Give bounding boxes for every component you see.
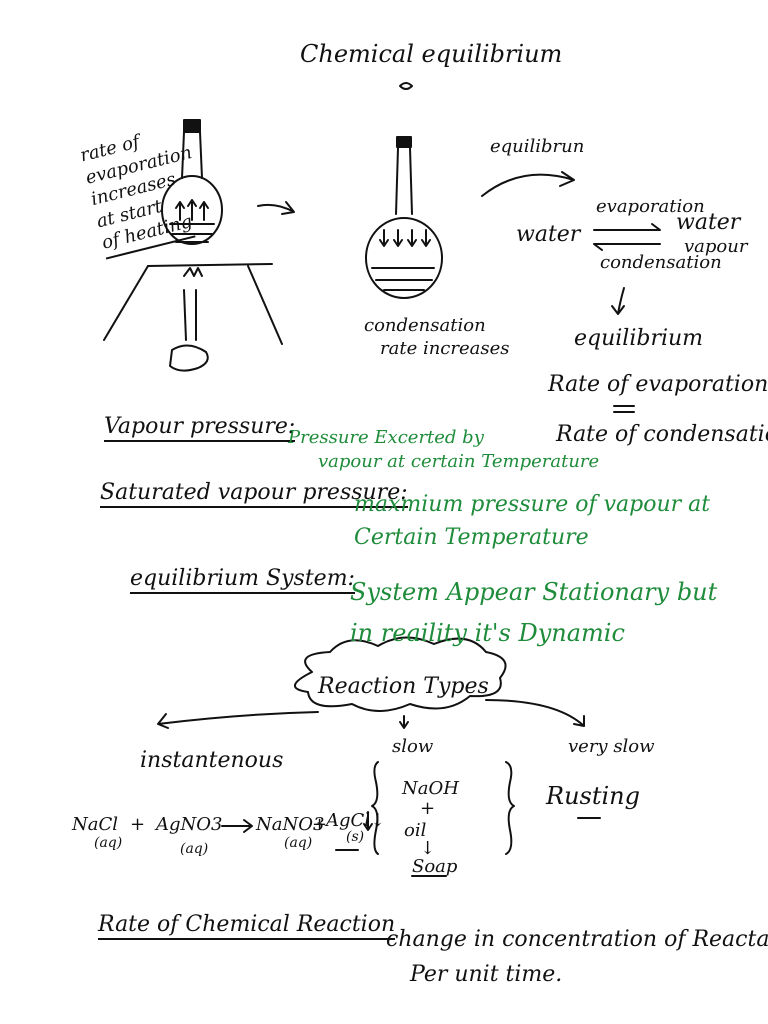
slow-example-arrow: ↓ [420,838,436,859]
burner-stand-drawing [103,263,283,372]
definition-term-vapour-pressure: Vapour pressure: [104,416,296,442]
definition-text-saturated-line-1: maxmium pressure of vapour at [354,492,711,517]
definition-text-equilibrium-line-2: in reaility it's Dynamic [350,618,625,647]
condensation-note-line-2: rate increases [380,338,510,360]
flask-1-neck [181,131,203,179]
reaction-types-cloud [294,636,507,712]
equilibrium-arrow-label: equilibrun [490,136,585,157]
flask-2-neck [395,147,413,215]
equation-term-agno3: AgNO3 [156,814,223,835]
rate-definition-term: Rate of Chemical Reaction [98,914,396,940]
definition-text-vapour-pressure-line-1: Pressure Excerted by [288,427,484,448]
reaction-left-water: water [516,222,581,247]
down-arrow-to-equilibrium [611,287,625,315]
reaction-right-water: water [676,210,741,235]
reaction-backward-label: condensation [600,252,722,273]
equation-state-4: (s) [346,829,365,845]
flask-1-up-arrows [175,199,209,221]
equation-plus-2: + [312,814,328,835]
definition-text-equilibrium-line-1: System Appear Stationary but [350,578,718,606]
flask-2-stopper [396,136,412,148]
heated-flask-drawing [161,119,223,245]
stand-left-leg [103,265,149,341]
slow-example-soap: Soap [412,856,458,877]
rate-definition-line-1: change in concentration of Reactants [386,927,768,952]
equation-term-nacl: NaCl [72,814,119,835]
slow-left-brace [371,761,379,855]
equation-state-2: (aq) [180,841,209,857]
slow-example-naoh: NaOH [402,778,459,799]
stand-right-leg [247,265,283,345]
condensation-note: condensation rate increases [364,314,510,361]
definition-term-equilibrium-system: equilibrium System: [130,568,355,594]
flask-1-stopper [183,119,201,133]
equation-term-agcl: AgCl↓ [326,810,386,831]
definition-text-saturated-vapour-pressure: maxmium pressure of vapour at Certain Te… [354,488,710,554]
branch-slow: slow [392,736,434,757]
definition-text-saturated-line-2: Certain Temperature [354,525,589,550]
slow-example-plus: + [420,798,436,819]
equals-sign [613,405,635,413]
burner-tube [183,289,197,341]
branch-instantenous: instantenous [140,748,284,773]
slow-right-brace [505,761,515,855]
reaction-forward-label: evaporation [596,196,705,217]
reaction-types-heading: Reaction Types [318,674,489,699]
branch-very-slow [485,699,585,727]
equation-state-1: (aq) [94,835,123,851]
equation-term-nano3: NaNO3 [256,814,325,835]
equation-state-3: (aq) [284,835,313,851]
page-title: Chemical equilibrium [300,40,563,68]
branch-very-slow: very slow [568,736,655,757]
equation-plus-1: + [130,814,146,835]
flask-1-liquid-lines [169,223,215,243]
definition-text-vapour-pressure: Pressure Excerted by vapour at certain T… [288,426,599,475]
definition-text-equilibrium-system: System Appear Stationary but in reaility… [350,572,717,654]
branch-instant [157,711,319,729]
rate-equality-top: Rate of evaporation [548,372,768,397]
flame [183,267,203,277]
flask-2-bulb [365,217,443,299]
burner-base [169,344,209,372]
stand-top [147,263,273,267]
flask-2-liquid-lines [371,267,435,291]
branch-slow [399,715,409,729]
definition-text-vapour-pressure-line-2: vapour at certain Temperature [318,451,600,473]
condensation-note-line-1: condensation [364,315,486,336]
rate-definition-text: change in concentration of Reactants Per… [386,922,768,992]
forward-arrow [593,223,661,231]
flask-1-bulb [161,175,223,245]
precipitate-arrow [363,811,373,831]
backward-arrow [593,243,661,251]
rate-definition-line-2: Per unit time. [410,962,563,988]
equation-arrow [221,819,253,833]
flask-2-down-arrows [379,229,431,247]
title-squiggle [399,82,413,90]
definition-term-saturated-vapour-pressure: Saturated vapour pressure: [100,482,408,508]
arrow-flask1-to-flask2 [257,201,295,215]
curved-arrow-to-equilibrium [481,171,575,197]
very-slow-example-rusting: Rusting [546,782,640,810]
reaction-right-vapour: vapour [684,236,748,257]
slow-example-oil: oil [404,820,427,841]
equilibrium-label: equilibrium [574,326,704,351]
rate-equality-bottom: Rate of condensation [556,422,768,447]
condensing-flask-drawing [365,136,443,299]
